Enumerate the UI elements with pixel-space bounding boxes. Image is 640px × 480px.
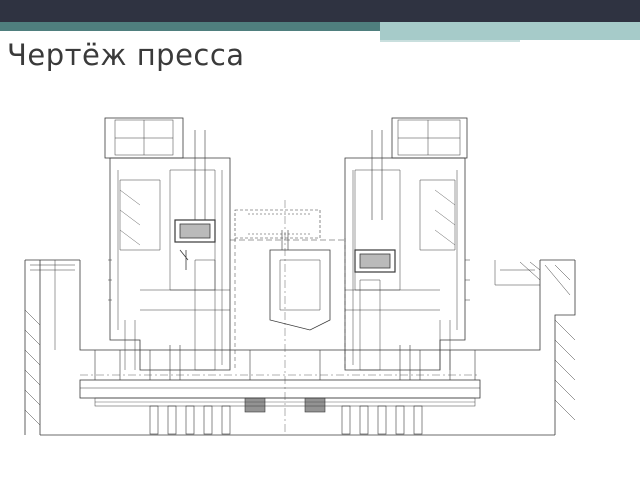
- right-press-frame: [344, 117, 470, 380]
- center-slide-assembly: [230, 209, 346, 370]
- header-teal-bar: [0, 22, 640, 31]
- page-title: Чертёж пресса: [7, 38, 245, 72]
- header-thin-line: [380, 40, 520, 42]
- left-press-frame: [104, 117, 231, 380]
- base-plate: [79, 379, 481, 407]
- header-dark-bar: [0, 0, 640, 22]
- foundation-pit: [24, 259, 576, 436]
- foundation-piles: [149, 397, 423, 435]
- support-posts: [94, 350, 476, 380]
- header-light-wedge: [380, 22, 640, 40]
- press-drawing: [24, 117, 576, 436]
- header-decoration: [0, 0, 640, 42]
- center-guides: [80, 200, 480, 435]
